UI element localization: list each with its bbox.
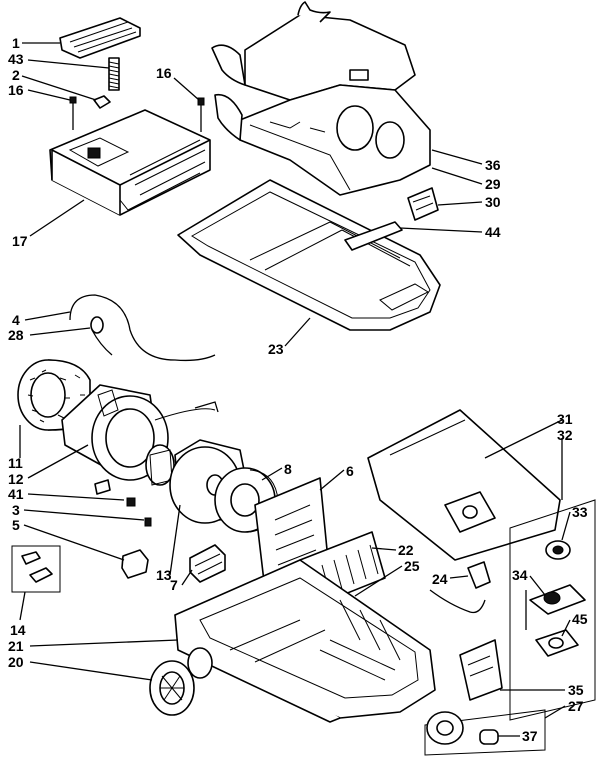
screw-part-left — [69, 96, 77, 130]
part-number-label: 31 — [557, 411, 573, 427]
leader-lines — [19, 42, 571, 737]
part-number-label: 29 — [485, 176, 501, 192]
bag-door-inset — [509, 499, 596, 721]
part-number-label: 5 — [12, 517, 20, 533]
part-number-label: 45 — [572, 611, 588, 627]
caster-inset — [424, 709, 546, 756]
part-number-label: 44 — [485, 224, 501, 240]
part-number-label: 21 — [8, 638, 24, 654]
part-number-label: 33 — [572, 504, 588, 520]
part-14-inset — [11, 545, 61, 593]
part-number-label: 14 — [10, 622, 26, 638]
dust-bag-part — [367, 409, 561, 561]
rear-bracket-part — [459, 639, 503, 701]
screw-part-right — [197, 97, 205, 132]
part-number-label: 12 — [8, 471, 24, 487]
handle-grip-part — [59, 17, 141, 59]
part-number-label: 23 — [268, 341, 284, 357]
part-number-label: 3 — [12, 502, 20, 518]
part-number-label: 25 — [404, 558, 420, 574]
part-number-label: 16 — [8, 82, 24, 98]
part-number-label: 8 — [284, 461, 292, 477]
latch-part — [407, 187, 439, 221]
part-number-label: 32 — [557, 427, 573, 443]
part-number-label: 4 — [12, 312, 20, 328]
wheel-part — [149, 660, 195, 716]
part-number-label: 28 — [8, 327, 24, 343]
release-button-part — [93, 95, 111, 109]
part-number-label: 36 — [485, 157, 501, 173]
part-number-label: 1 — [12, 35, 20, 51]
part-number-label: 34 — [512, 567, 528, 583]
part-number-label: 27 — [568, 698, 584, 714]
part-number-label: 37 — [522, 728, 538, 744]
part-number-label: 41 — [8, 486, 24, 502]
bag-compartment-tray-part — [177, 179, 441, 331]
power-cord-part — [69, 294, 216, 362]
part-number-label: 16 — [156, 65, 172, 81]
spring-part — [108, 57, 120, 91]
part-number-label: 2 — [12, 67, 20, 83]
canister-base-part — [174, 559, 436, 723]
part-number-label: 30 — [485, 194, 501, 210]
part-number-label: 22 — [398, 542, 414, 558]
part-number-label: 43 — [8, 51, 24, 67]
switch-part — [429, 561, 491, 614]
part-number-label: 7 — [170, 577, 178, 593]
small-parts-cluster — [94, 479, 152, 579]
part-number-label: 35 — [568, 682, 584, 698]
part-number-label: 6 — [346, 463, 354, 479]
part-number-label: 13 — [156, 567, 172, 583]
part-number-labels: 1 43 2 16 16 17 36 29 30 44 23 4 28 11 1… — [8, 35, 588, 744]
part-number-label: 17 — [12, 233, 28, 249]
cord-clip-part — [189, 544, 226, 583]
part-number-label: 20 — [8, 654, 24, 670]
part-number-label: 24 — [432, 571, 448, 587]
top-cover-part — [211, 1, 431, 196]
part-number-label: 11 — [8, 455, 23, 471]
handle-base-part — [49, 109, 211, 216]
